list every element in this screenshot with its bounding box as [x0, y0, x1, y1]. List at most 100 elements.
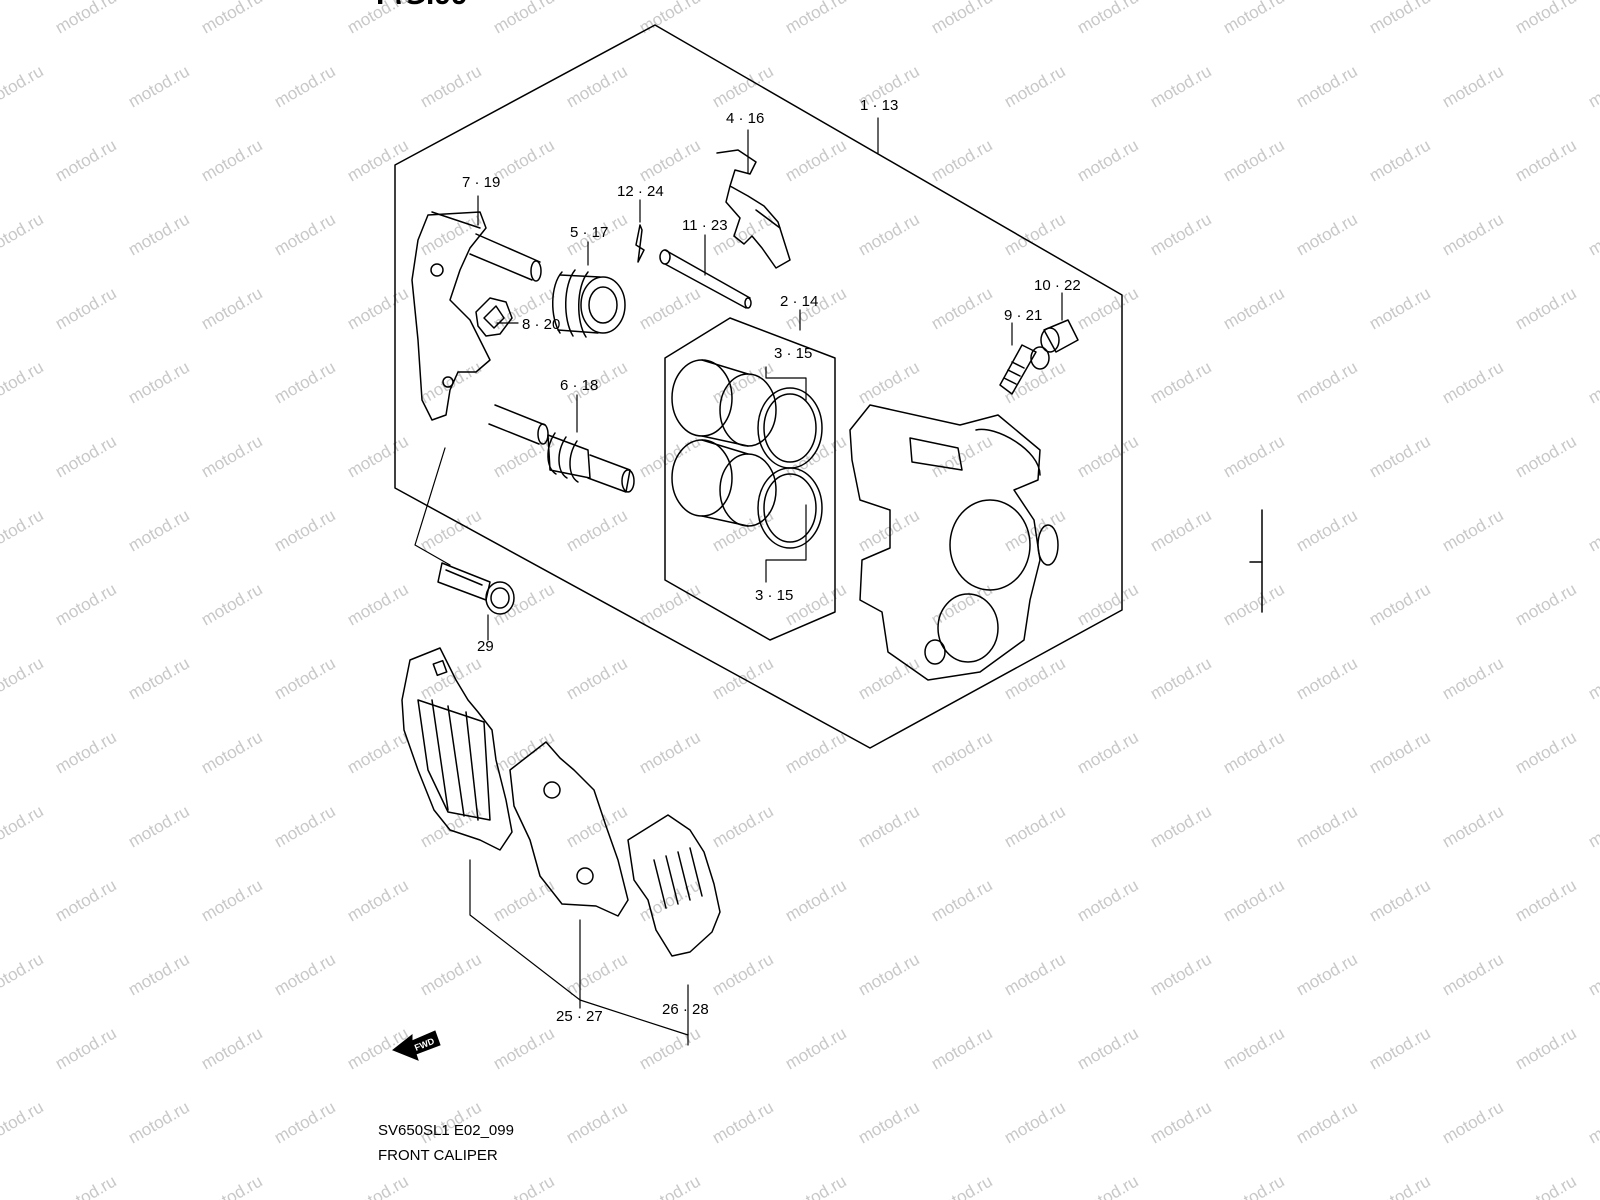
- watermark-text: motod.ru: [1001, 949, 1069, 999]
- watermark-text: motod.ru: [709, 949, 777, 999]
- watermark-text: motod.ru: [1220, 431, 1288, 481]
- rubber-boot: [552, 269, 626, 338]
- watermark-text: motod.ru: [928, 1171, 996, 1200]
- watermark-text: motod.ru: [125, 801, 193, 851]
- watermark-text: motod.ru: [198, 1023, 266, 1073]
- watermark-text: motod.ru: [636, 579, 704, 629]
- watermark-text: motod.ru: [271, 1097, 339, 1147]
- callout-5-17: 5 · 17: [570, 224, 608, 241]
- watermark-text: motod.ru: [490, 875, 558, 925]
- watermark-text: motod.ru: [1293, 61, 1361, 111]
- watermark-text: motod.ru: [1439, 801, 1507, 851]
- watermark-text: motod.ru: [125, 505, 193, 555]
- watermark-text: motod.ru: [490, 1023, 558, 1073]
- diagram-caption: FRONT CALIPER: [378, 1147, 498, 1164]
- callout-11-23: 11 · 23: [682, 217, 728, 234]
- watermark-text: motod.ru: [1293, 357, 1361, 407]
- watermark-text: motod.ru: [52, 727, 120, 777]
- pad-spring: [475, 297, 513, 337]
- watermark-text: motod.ru: [490, 1171, 558, 1200]
- slide-pin-boot: [547, 432, 635, 493]
- watermark-text: motod.ru: [198, 0, 266, 37]
- watermark-text: motod.ru: [0, 949, 47, 999]
- watermark-text: motod.ru: [344, 875, 412, 925]
- brake-pad: [401, 647, 513, 851]
- watermark-text: motod.ru: [563, 1097, 631, 1147]
- watermark-text: motod.ru: [1585, 209, 1600, 259]
- watermark-text: motod.ru: [198, 579, 266, 629]
- watermark-text: motod.ru: [928, 135, 996, 185]
- watermark-text: motod.ru: [1001, 1097, 1069, 1147]
- watermark-text: motod.ru: [198, 875, 266, 925]
- watermark-text: motod.ru: [52, 1171, 120, 1200]
- watermark-text: motod.ru: [52, 283, 120, 333]
- callout-26-28: 26 · 28: [662, 1001, 709, 1018]
- watermark-text: motod.ru: [782, 1023, 850, 1073]
- watermark-text: motod.ru: [1074, 431, 1142, 481]
- watermark-text: motod.ru: [271, 61, 339, 111]
- watermark-text: motod.ru: [1147, 61, 1215, 111]
- watermark-text: motod.ru: [1366, 0, 1434, 37]
- watermark-text: motod.ru: [344, 1171, 412, 1200]
- watermark-text: motod.ru: [636, 283, 704, 333]
- watermark-text: motod.ru: [1512, 579, 1580, 629]
- callout-labels: 1 · 13 4 · 16 7 · 19 12 · 24 11 · 23 5 ·…: [462, 97, 1081, 1025]
- watermark-text: motod.ru: [0, 653, 47, 703]
- callout-9-21: 9 · 21: [1004, 307, 1042, 324]
- watermark-text: motod.ru: [1074, 727, 1142, 777]
- watermark-text: motod.ru: [928, 875, 996, 925]
- watermark-text: motod.ru: [1074, 135, 1142, 185]
- watermark-text: motod.ru: [1074, 875, 1142, 925]
- watermark-text: motod.ru: [1001, 61, 1069, 111]
- caliper-bracket: [411, 211, 549, 445]
- watermark-text: motod.ru: [198, 135, 266, 185]
- watermark-text: motod.ru: [1147, 209, 1215, 259]
- pad-shim: [509, 741, 629, 917]
- watermark-text: motod.ru: [417, 357, 485, 407]
- watermark-text: motod.ru: [1074, 1023, 1142, 1073]
- watermark-text: motod.ru: [1147, 801, 1215, 851]
- watermark-text: motod.ru: [782, 875, 850, 925]
- watermark-text: motod.ru: [1293, 801, 1361, 851]
- watermark-text: motod.ru: [1220, 727, 1288, 777]
- watermark-text: motod.ru: [636, 875, 704, 925]
- watermark-text: motod.ru: [1147, 653, 1215, 703]
- watermark-text: motod.ru: [709, 505, 777, 555]
- watermark-text: motod.ru: [0, 209, 47, 259]
- watermark-text: motod.ru: [928, 431, 996, 481]
- callout-7-19: 7 · 19: [462, 174, 500, 191]
- watermark-text: motod.ru: [1585, 505, 1600, 555]
- callout-12-24: 12 · 24: [617, 183, 664, 200]
- watermark-text: motod.ru: [1585, 949, 1600, 999]
- watermark-text: motod.ru: [1220, 1171, 1288, 1200]
- pad-shim-outer: [627, 814, 721, 957]
- watermark-text: motod.ru: [1220, 0, 1288, 37]
- watermark-text: motod.ru: [52, 1023, 120, 1073]
- watermark-text: motod.ru: [417, 653, 485, 703]
- watermark-text: motod.ru: [563, 653, 631, 703]
- callout-6-18: 6 · 18: [560, 377, 598, 394]
- watermark-text: motod.ru: [1001, 653, 1069, 703]
- callout-29: 29: [477, 638, 494, 655]
- watermark-text: motod.ru: [1439, 1097, 1507, 1147]
- watermark-text: motod.ru: [1439, 209, 1507, 259]
- watermark-text: motod.ru: [344, 135, 412, 185]
- watermark-text: motod.ru: [636, 727, 704, 777]
- watermark-text: motod.ru: [271, 505, 339, 555]
- watermark-text: motod.ru: [1585, 801, 1600, 851]
- watermark-text: motod.ru: [782, 135, 850, 185]
- watermark-text: motod.ru: [1512, 135, 1580, 185]
- watermark-text: motod.ru: [1366, 875, 1434, 925]
- pad-pin: [659, 249, 752, 309]
- watermark-text: motod.ru: [709, 1097, 777, 1147]
- pad-pin-clip: [635, 224, 645, 263]
- watermark-text: motod.ru: [344, 0, 412, 37]
- watermark-text: motod.ru: [1366, 1171, 1434, 1200]
- watermark-text: motod.ru: [1512, 431, 1580, 481]
- watermark-text: motod.ru: [1439, 357, 1507, 407]
- watermark-text: motod.ru: [1001, 209, 1069, 259]
- watermark-text: motod.ru: [855, 801, 923, 851]
- watermark-text: motod.ru: [855, 653, 923, 703]
- watermark-text: motod.ru: [1147, 357, 1215, 407]
